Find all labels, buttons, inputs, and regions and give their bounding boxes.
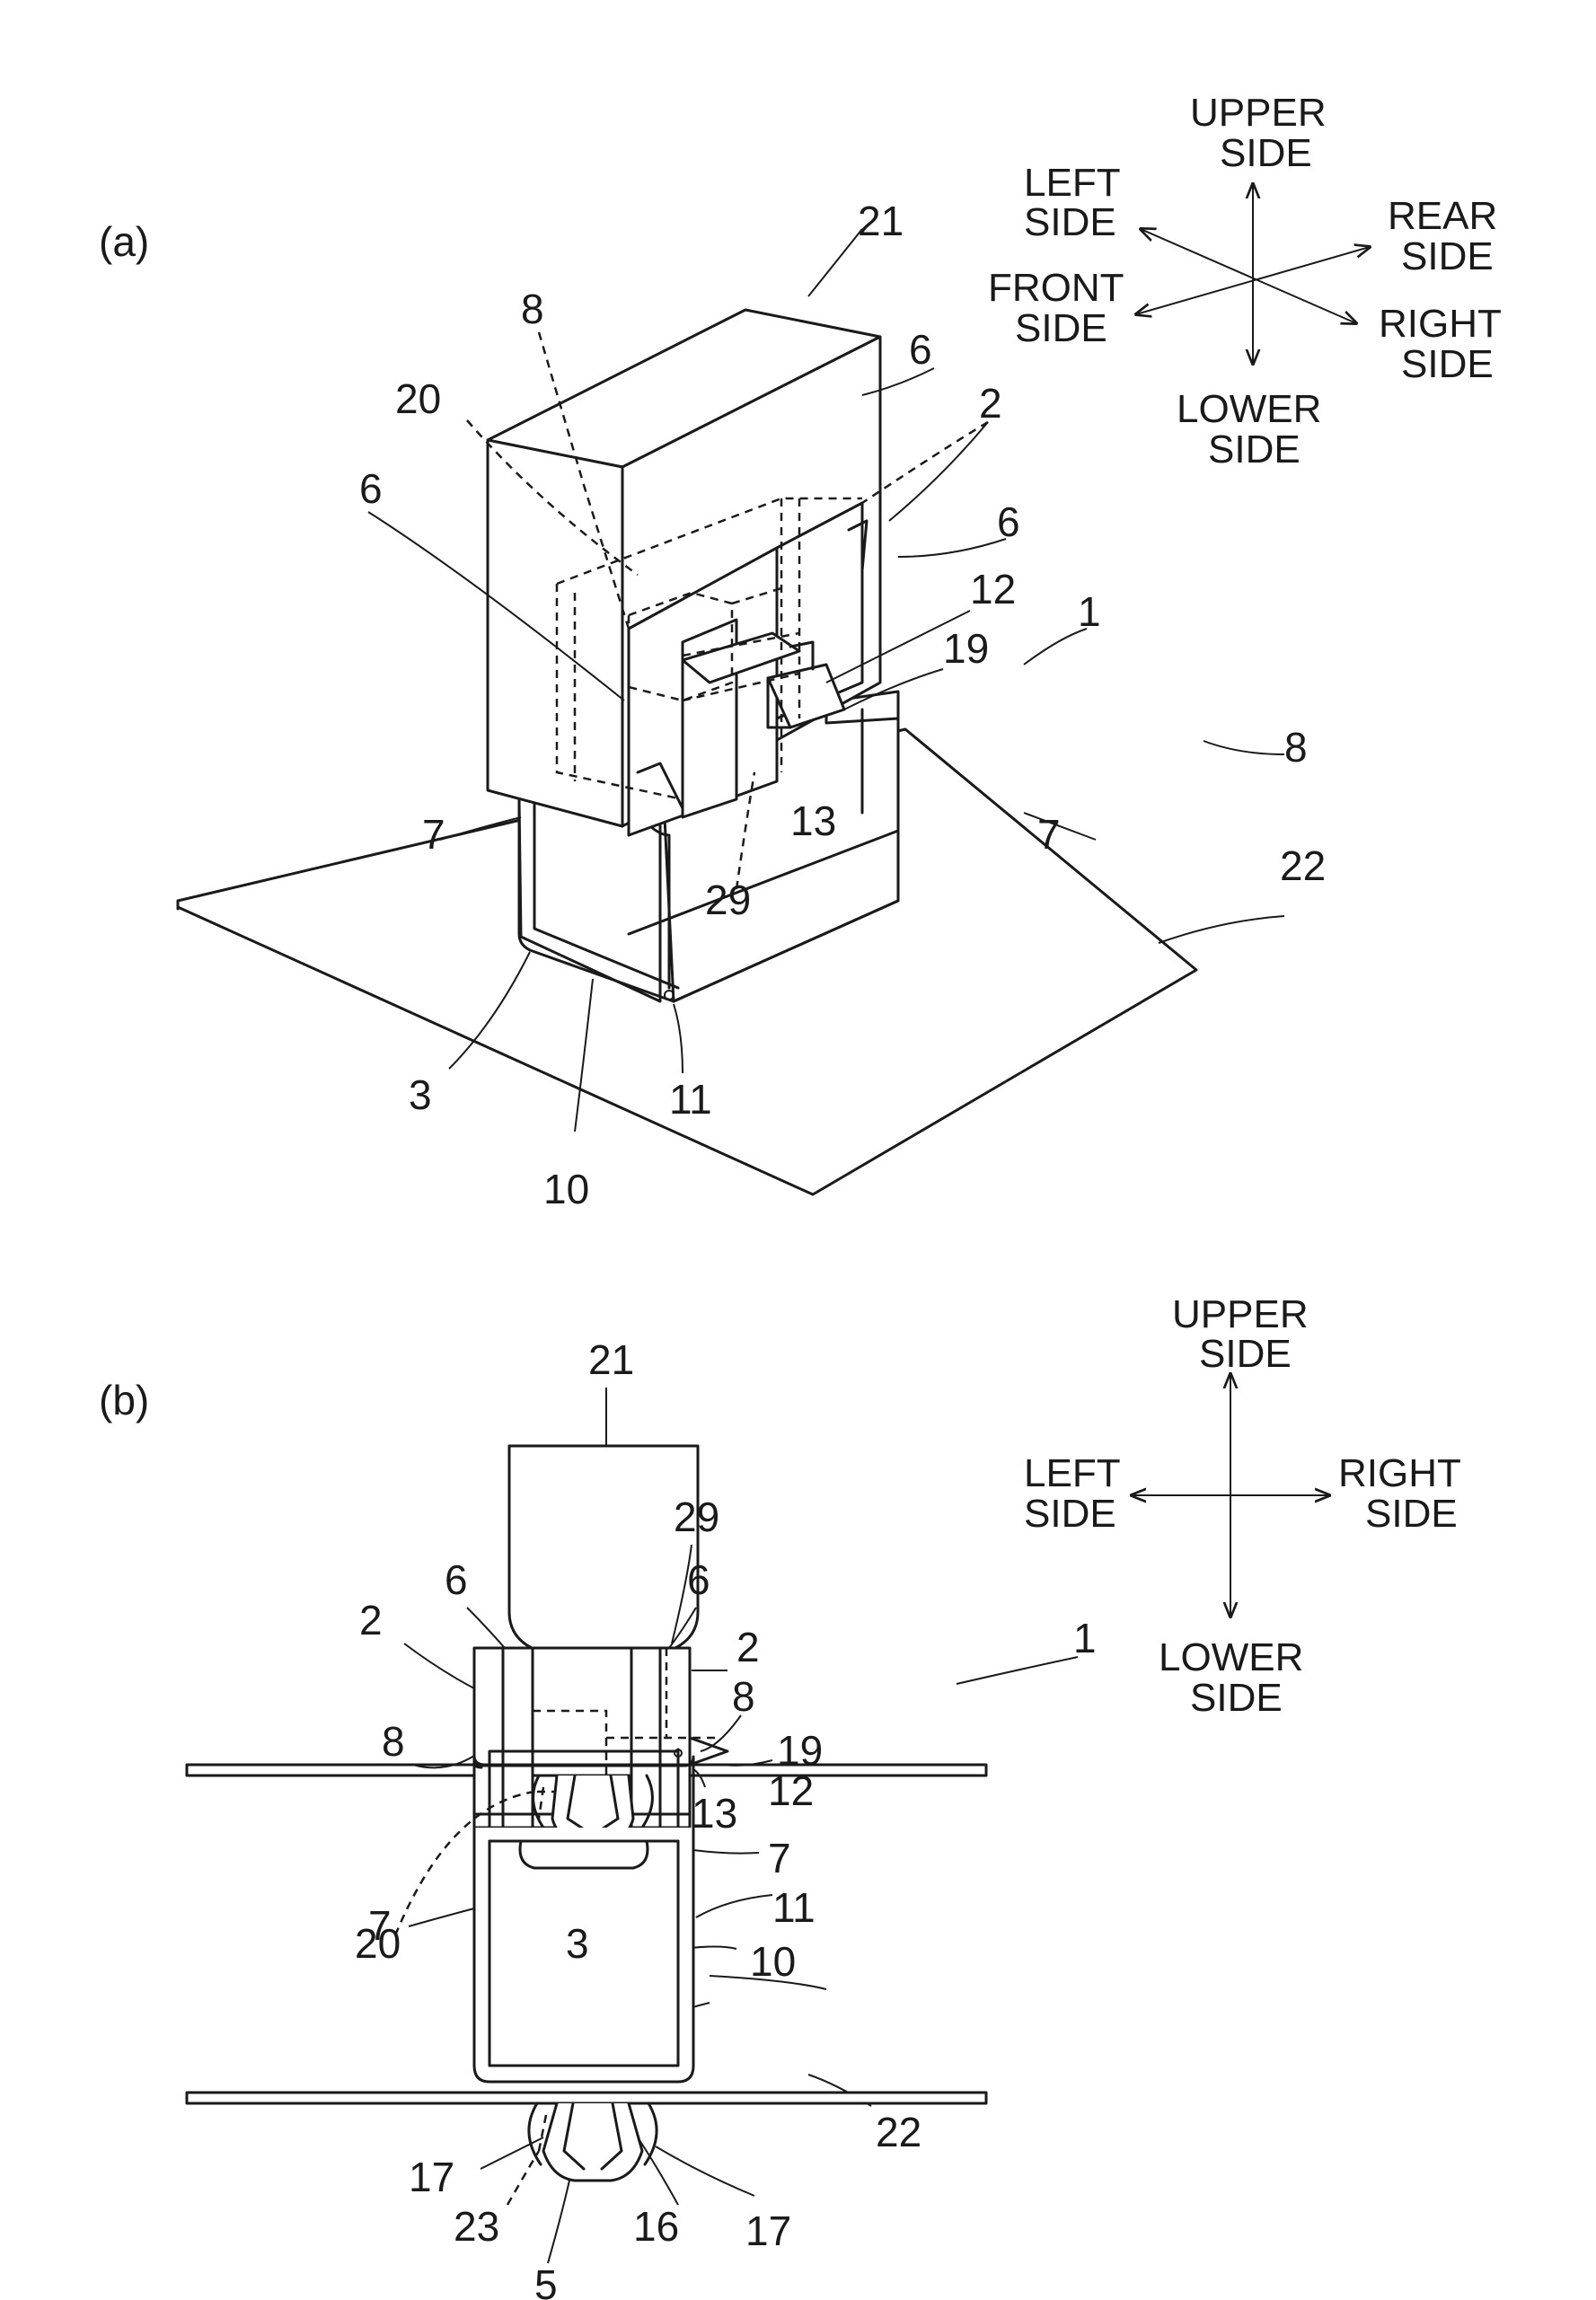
ref-7-b: 7 <box>368 1902 392 1949</box>
ref-10: 10 <box>543 1166 589 1212</box>
dir-right-b: RIGHT <box>1338 1451 1461 1495</box>
dir-upper-side-b: SIDE <box>1199 1332 1292 1376</box>
ref-6: 6 <box>997 498 1020 545</box>
direction-compass-a: UPPER SIDE LEFT SIDE REAR SIDE FRONT SID… <box>988 91 1502 471</box>
ref-7-b: 7 <box>768 1835 791 1881</box>
ref-6-b: 6 <box>445 1556 468 1603</box>
ref-29-b: 29 <box>674 1494 719 1540</box>
ref-8: 8 <box>1284 724 1308 771</box>
ref-29: 29 <box>705 877 751 923</box>
dir-upper-side: SIDE <box>1220 131 1312 175</box>
dir-left-side: SIDE <box>1024 200 1116 244</box>
ref-17-b: 17 <box>745 2207 791 2254</box>
ref-2-b: 2 <box>736 1624 760 1670</box>
dir-left: LEFT <box>1024 161 1121 205</box>
dir-left-b: LEFT <box>1024 1451 1121 1495</box>
ref-11-b: 11 <box>772 1884 816 1931</box>
dir-lower-side: SIDE <box>1208 427 1301 471</box>
ref-6: 6 <box>359 465 383 512</box>
figure-a: (a) <box>99 91 1502 1212</box>
ref-2-b: 2 <box>359 1597 383 1643</box>
figure-b-label: (b) <box>99 1377 149 1423</box>
ref-8-b: 8 <box>382 1718 405 1765</box>
dir-upper-b: UPPER <box>1172 1292 1309 1336</box>
dir-left-side-b: SIDE <box>1024 1492 1116 1536</box>
ref-17-b: 17 <box>409 2154 454 2200</box>
ref-11: 11 <box>669 1076 712 1123</box>
ref-12-b: 12 <box>768 1767 814 1814</box>
ref-21: 21 <box>858 198 904 244</box>
ref-8: 8 <box>521 286 544 332</box>
dir-lower-b: LOWER <box>1159 1635 1303 1679</box>
dir-right: RIGHT <box>1379 302 1502 346</box>
lower-assembly-b <box>187 1828 986 2181</box>
figure-a-label: (a) <box>99 218 149 265</box>
ref-13: 13 <box>790 798 836 844</box>
dir-upper: UPPER <box>1190 91 1327 135</box>
ref-22: 22 <box>1280 842 1326 889</box>
figure-b: (b) <box>99 1292 1461 2300</box>
dir-front: FRONT <box>988 266 1124 310</box>
ref-7: 7 <box>422 811 445 858</box>
ref-2: 2 <box>979 380 1002 427</box>
housing-21-b <box>509 1446 698 1648</box>
dir-right-side-b: SIDE <box>1365 1492 1458 1536</box>
ref-22-b: 22 <box>876 2109 921 2155</box>
ref-13-b: 13 <box>692 1790 737 1837</box>
ref-23-b: 23 <box>454 2203 499 2250</box>
dir-rear: REAR <box>1388 194 1497 238</box>
ref-10-b: 10 <box>750 1938 796 1985</box>
ref-8-b: 8 <box>732 1673 755 1720</box>
ref-7: 7 <box>1037 811 1061 858</box>
dir-rear-side: SIDE <box>1401 234 1494 278</box>
ref-1-b: 1 <box>1073 1615 1097 1661</box>
ref-21-b: 21 <box>588 1336 634 1383</box>
dir-front-side: SIDE <box>1015 306 1107 350</box>
ref-6-b: 6 <box>687 1556 710 1603</box>
ref-3: 3 <box>409 1071 432 1118</box>
dir-right-side: SIDE <box>1401 342 1494 386</box>
ref-1: 1 <box>1078 588 1101 635</box>
ref-5-b: 5 <box>534 2261 558 2300</box>
ref-6: 6 <box>909 326 932 373</box>
ref-16-b: 16 <box>633 2203 679 2250</box>
ref-20: 20 <box>395 375 441 422</box>
ref-12: 12 <box>970 566 1016 612</box>
ref-3-b: 3 <box>566 1920 589 1967</box>
reference-numerals-b: 21 6 29 6 2 2 8 1 8 19 12 13 20 7 7 11 3… <box>355 1336 1097 2300</box>
ref-19: 19 <box>943 625 989 672</box>
dir-lower: LOWER <box>1177 387 1321 431</box>
dir-lower-side-b: SIDE <box>1190 1676 1283 1720</box>
